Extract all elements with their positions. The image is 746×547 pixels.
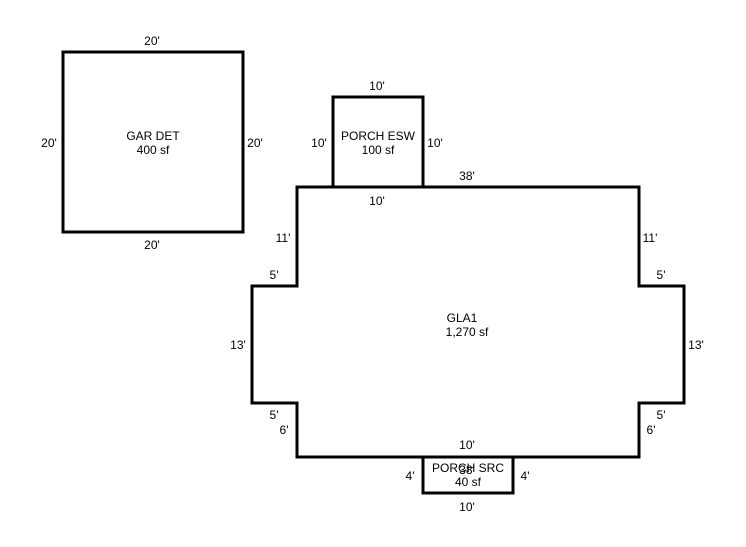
- porch-src-dim-left: 4': [406, 469, 415, 483]
- porch-src-area: 40 sf: [455, 475, 482, 489]
- porch-esw-dim-bottom: 10': [369, 194, 385, 208]
- porch-src-outline[interactable]: [421, 455, 515, 495]
- gla1-dim-top: 38': [459, 169, 475, 183]
- gar-det-dim-right: 20': [247, 136, 263, 150]
- gar-det-name: GAR DET: [126, 129, 180, 143]
- gla1-dim-left-step-top: 5': [270, 268, 279, 282]
- porch-esw-name: PORCH ESW: [341, 129, 416, 143]
- porch-src-dim-right: 4': [521, 469, 530, 483]
- gar-det-dim-left: 20': [41, 136, 57, 150]
- porch-esw-dim-right: 10': [427, 136, 443, 150]
- gla1-dim-left-mid: 13': [230, 338, 246, 352]
- gla1-dim-bottom: 38': [459, 463, 475, 477]
- porch-esw-dim-top: 10': [369, 79, 385, 93]
- gla1-dim-right-step-top: 5': [657, 268, 666, 282]
- gla1-dim-right-lower: 6': [647, 423, 656, 437]
- gla1-dim-left-lower: 6': [280, 423, 289, 437]
- gla1-outline[interactable]: [250, 185, 686, 459]
- gla1-dim-left-upper: 11': [276, 231, 291, 245]
- gla1-dim-right-upper: 11': [643, 231, 658, 245]
- gar-det-area: 400 sf: [137, 143, 170, 157]
- gar-det-dim-top: 20': [144, 34, 160, 48]
- gla1-dim-left-step-bottom: 5': [270, 408, 279, 422]
- gla1-area: 1,270 sf: [446, 325, 489, 339]
- gla1-dim-right-step-bottom: 5': [657, 408, 666, 422]
- gla1-dim-right-mid: 13': [688, 338, 704, 352]
- porch-esw-dim-left: 10': [311, 136, 327, 150]
- porch-src-dim-top: 10': [459, 438, 475, 452]
- porch-esw-area: 100 sf: [362, 143, 395, 157]
- porch-src-name: PORCH SRC: [432, 461, 504, 475]
- porch-src-dim-bottom: 10': [459, 500, 475, 514]
- gla1-name: GLA1: [447, 311, 478, 325]
- gar-det-dim-bottom: 20': [144, 238, 160, 252]
- gar-det-outline[interactable]: [61, 50, 245, 234]
